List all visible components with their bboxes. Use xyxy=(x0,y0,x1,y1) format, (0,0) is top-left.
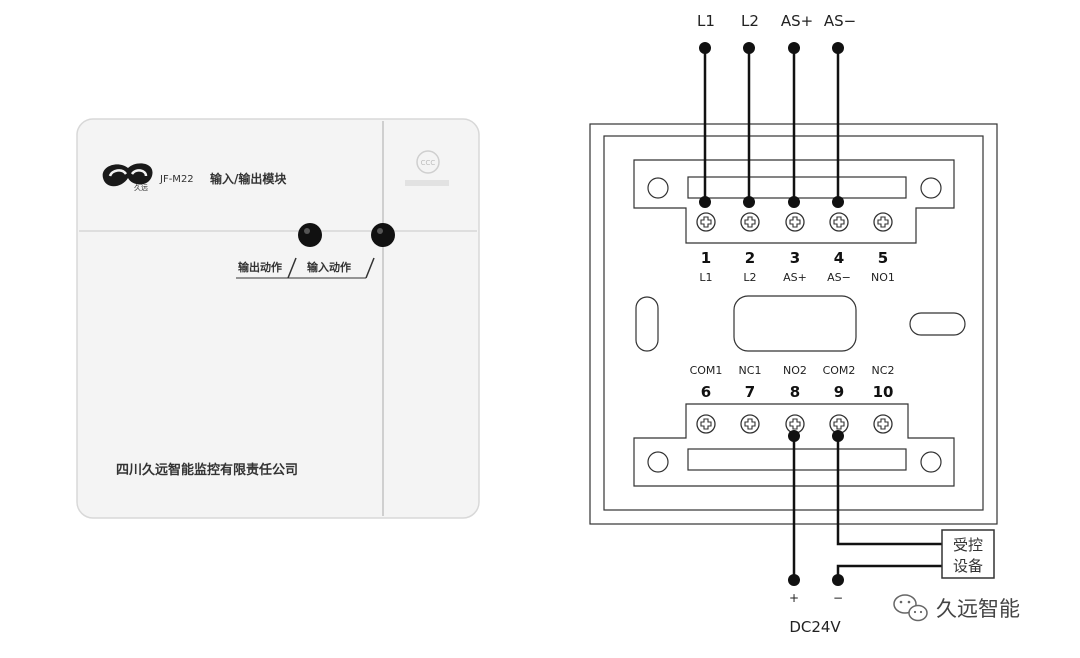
wechat-icon xyxy=(893,594,928,622)
wire-dot xyxy=(699,42,711,54)
terminal-number: 6 xyxy=(701,383,711,401)
input-action-slash xyxy=(365,257,375,279)
terminal-number: 5 xyxy=(878,249,888,267)
watermark-text: 久远智能 xyxy=(936,597,1020,621)
bottom-left-mount-hole xyxy=(647,451,669,473)
input-action-label: 输入动作 xyxy=(307,260,351,274)
top-left-mount-hole xyxy=(647,177,669,199)
terminal-label: L2 xyxy=(743,271,756,284)
controlled-device-box xyxy=(941,529,995,579)
terminal-label: NC2 xyxy=(872,364,895,377)
terminal-label: AS+ xyxy=(783,271,807,284)
terminal-number: 9 xyxy=(834,383,844,401)
terminal-screw-icon xyxy=(740,414,760,434)
right-slot-hole xyxy=(909,312,966,336)
wire-dot xyxy=(699,196,711,208)
terminal-screw-icon xyxy=(873,212,893,232)
top-terminal-block xyxy=(633,159,955,244)
device-label-line2: 设备 xyxy=(953,557,983,575)
wire-dot xyxy=(788,42,800,54)
bottom-terminal-block xyxy=(633,403,955,487)
wire-dot xyxy=(788,430,800,442)
terminal-number: 2 xyxy=(745,249,755,267)
output-led-glint xyxy=(304,228,310,234)
terminal-screw-icon xyxy=(696,414,716,434)
wire-dot xyxy=(743,196,755,208)
input-led-icon xyxy=(371,223,395,247)
logo-text: 久远 xyxy=(134,183,148,192)
top-terminal-slot xyxy=(687,176,907,199)
terminal-label: NO2 xyxy=(783,364,807,377)
wire-dot xyxy=(832,430,844,442)
terminal-number: 3 xyxy=(790,249,800,267)
center-window xyxy=(733,295,857,352)
wire-from-device xyxy=(836,564,942,580)
wire-dot xyxy=(788,196,800,208)
module-body xyxy=(76,118,480,519)
wire-dot xyxy=(743,42,755,54)
terminal-screw-icon xyxy=(696,212,716,232)
wire-label-l1: L1 xyxy=(697,12,715,30)
wire-label-as-plus: AS+ xyxy=(781,12,813,30)
terminal-label: NO1 xyxy=(871,271,895,284)
terminal-screw-icon xyxy=(829,212,849,232)
company-logo-icon xyxy=(102,163,153,187)
module-name: 输入/输出模块 xyxy=(210,171,287,186)
terminal-screw-icon xyxy=(740,212,760,232)
left-slot-hole xyxy=(635,296,659,352)
output-led-icon xyxy=(298,223,322,247)
bottom-wires xyxy=(788,430,942,586)
bottom-terminal-slot xyxy=(687,448,907,471)
terminal-number: 10 xyxy=(873,383,894,401)
device-label-line1: 受控 xyxy=(953,536,983,554)
company-name: 四川久远智能监控有限责任公司 xyxy=(116,462,298,478)
terminal-screws xyxy=(696,212,893,434)
input-led-glint xyxy=(377,228,383,234)
terminal-screw-icon xyxy=(785,212,805,232)
wire-dot xyxy=(832,574,844,586)
watermark: 久远智能 xyxy=(893,594,1020,622)
terminal-number: 7 xyxy=(745,383,755,401)
terminal-label: COM2 xyxy=(823,364,856,377)
module-model: JF-M22 xyxy=(159,174,194,185)
terminal-label: AS− xyxy=(827,271,851,284)
wire-dot xyxy=(788,574,800,586)
ccc-mark-text: CCC xyxy=(421,159,436,167)
top-right-mount-hole xyxy=(920,177,942,199)
ccc-mark-icon xyxy=(416,150,440,174)
terminal-label: COM1 xyxy=(690,364,723,377)
terminal-number: 1 xyxy=(701,249,711,267)
module-photo: 久远 JF-M22 输入/输出模块 CCC 输出动作 输入动作 四川久远智能监控… xyxy=(76,118,480,519)
terminal-number: 8 xyxy=(790,383,800,401)
bottom-right-mount-hole xyxy=(920,451,942,473)
terminal-label: NC1 xyxy=(739,364,762,377)
wire-label-l2: L2 xyxy=(741,12,759,30)
power-plus-label: + xyxy=(789,591,799,605)
wire-label-as-minus: AS− xyxy=(824,12,856,30)
wire-to-device xyxy=(836,436,942,546)
terminal-screw-icon xyxy=(785,414,805,434)
wire-dot xyxy=(832,42,844,54)
power-minus-label: − xyxy=(833,591,843,605)
terminal-number: 4 xyxy=(834,249,844,267)
terminal-label: L1 xyxy=(699,271,712,284)
ccc-caption-bar xyxy=(405,180,449,186)
top-wires xyxy=(699,42,844,208)
output-action-slash xyxy=(287,257,297,279)
terminal-screw-icon xyxy=(873,414,893,434)
power-supply-label: DC24V xyxy=(789,618,841,636)
output-action-label: 输出动作 xyxy=(238,260,282,274)
wire-dot xyxy=(832,196,844,208)
wiring-diagram: L1 L2 AS+ AS− 1 2 3 4 5 L1 L2 AS+ AS− NO… xyxy=(589,12,998,636)
